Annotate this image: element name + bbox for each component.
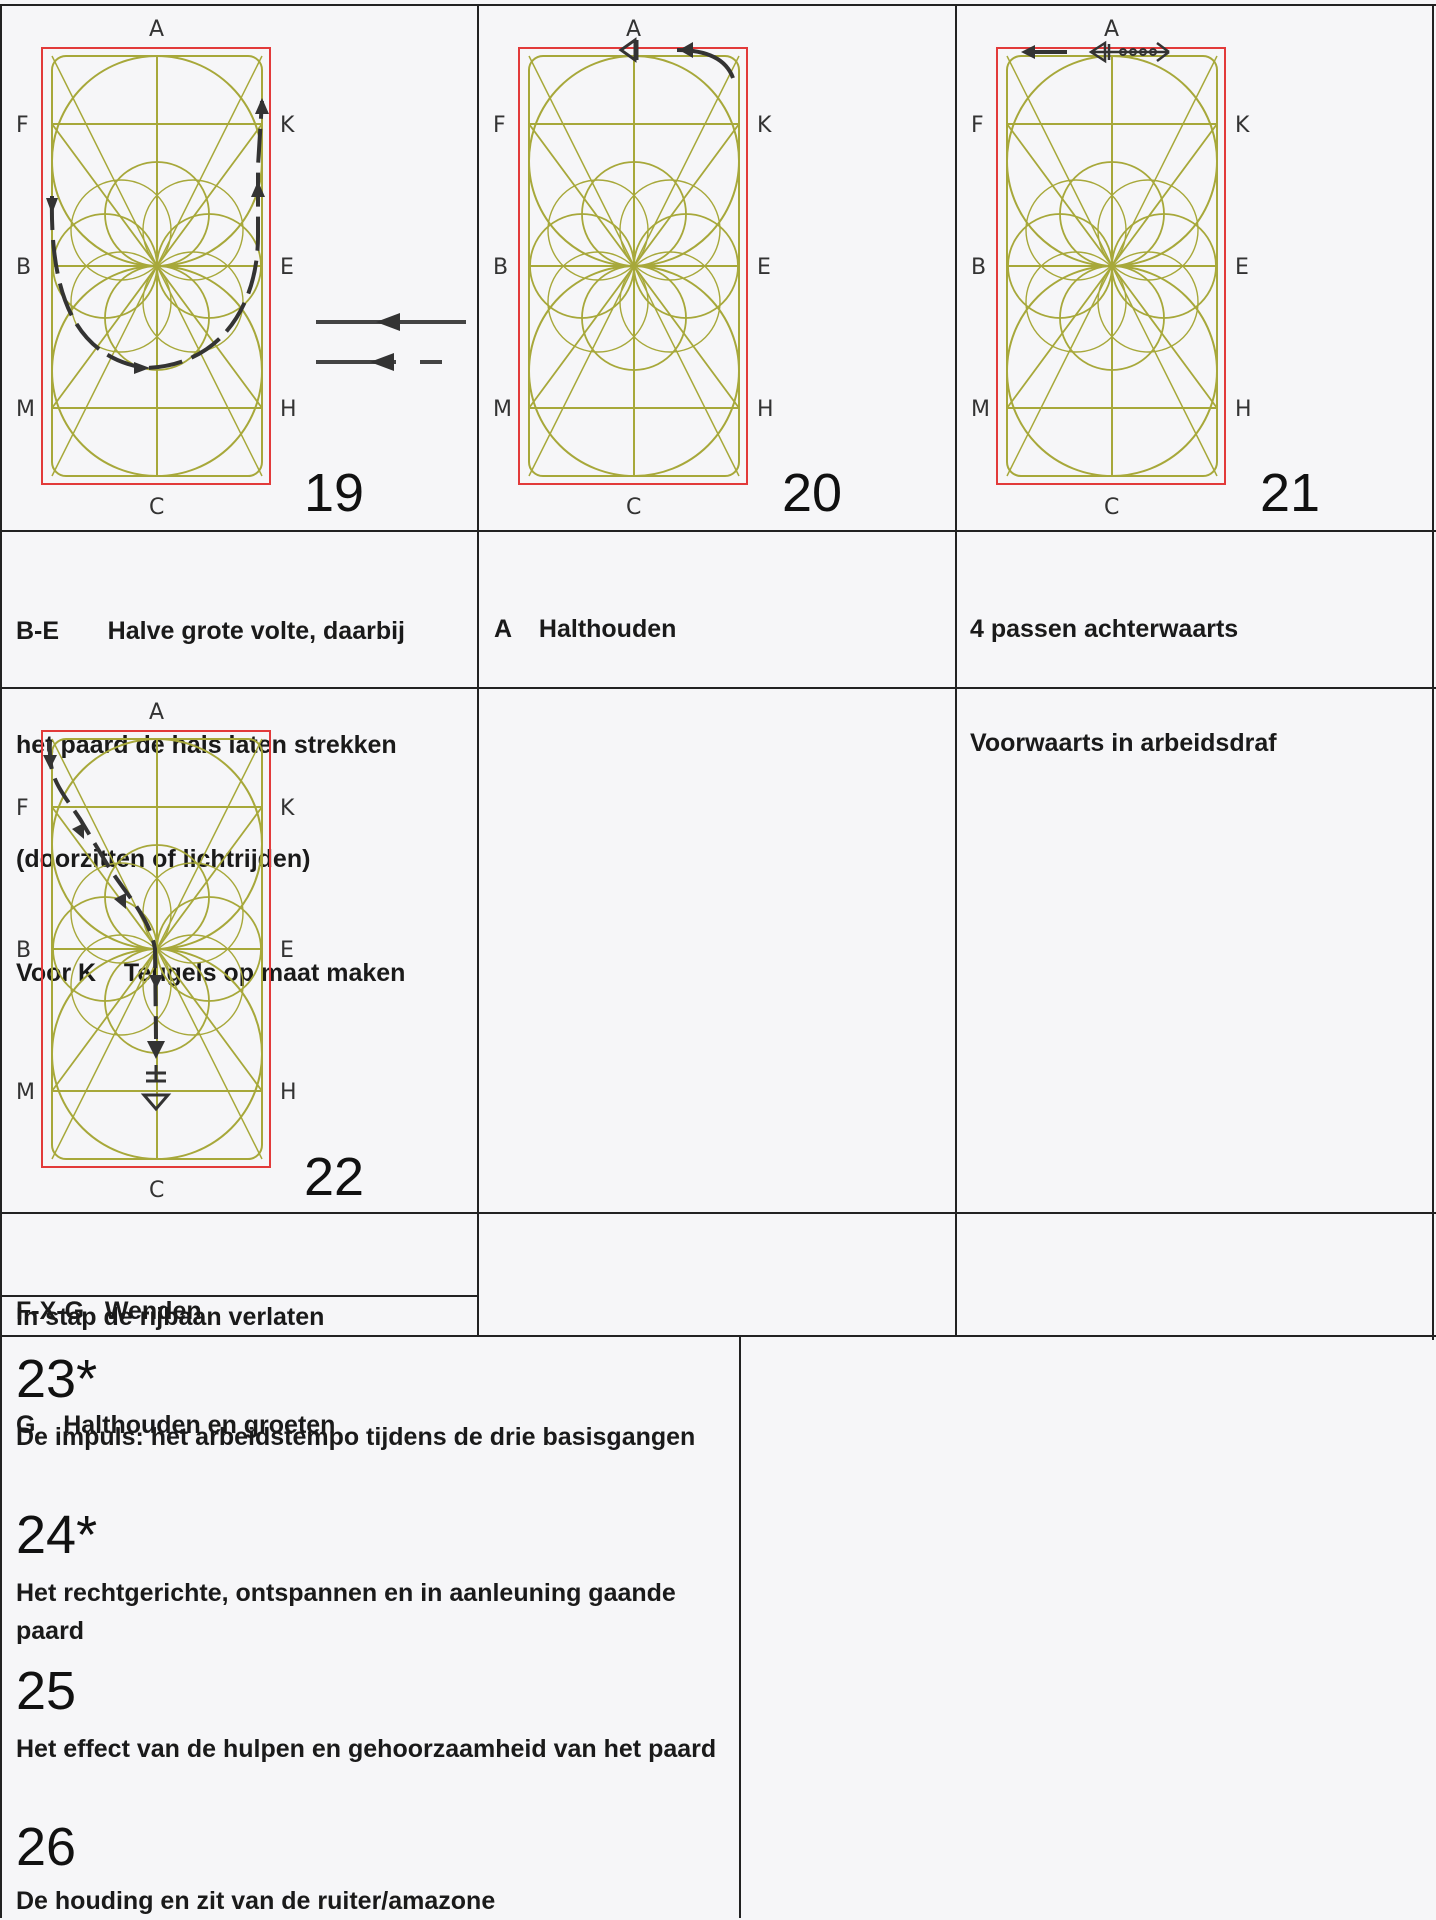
route-path: [47, 740, 158, 1040]
letter-a: A: [626, 17, 641, 42]
step-mark-icon: [1119, 48, 1127, 56]
figure-instruction: 4 passen achterwaarts Voorwaarts in arbe…: [970, 534, 1277, 800]
letter-h: H: [280, 397, 297, 422]
route-arrow-icon: [1021, 45, 1035, 59]
letter-f: F: [16, 113, 29, 138]
letter-m: M: [16, 397, 35, 422]
step-mark-icon: [1139, 48, 1147, 56]
letter-e: E: [757, 255, 771, 280]
route-arrow-icon: [147, 1041, 165, 1059]
col-divider-2: [955, 4, 957, 1336]
letter-c: C: [149, 1178, 164, 1203]
row-divider-3: [0, 1212, 1436, 1214]
route-arrow-icon: [72, 823, 84, 839]
legend-arrow-icon: [376, 313, 400, 331]
letter-a: A: [149, 700, 164, 725]
instruction-line: Voorwaarts in arbeidsdraf: [970, 729, 1277, 757]
score-description: De impuls: het arbeidstempo tijdens de d…: [16, 1423, 696, 1451]
letter-b: B: [971, 255, 986, 280]
figure-instruction: B-E Halve grote volte, daarbij het paard…: [16, 536, 405, 1030]
letter-h: H: [280, 1080, 297, 1105]
letter-b: B: [493, 255, 508, 280]
halt-salute-symbol-icon: [140, 1065, 172, 1112]
letter-k: K: [280, 796, 295, 821]
instruction-line: het paard de hals laten strekken: [16, 731, 397, 759]
instruction-line: G Halthouden en groeten: [16, 1411, 336, 1439]
arena-diagram-19: A C F B M K E H: [16, 17, 466, 520]
letter-b: B: [16, 938, 31, 963]
letter-e: E: [1235, 255, 1249, 280]
row-divider-4: [0, 1335, 1436, 1337]
letter-f: F: [493, 113, 506, 138]
score-col-divider: [739, 1335, 741, 1918]
letter-a: A: [149, 17, 164, 42]
letter-m: M: [16, 1080, 35, 1105]
table-top-border: [0, 4, 1436, 6]
letter-c: C: [626, 495, 641, 520]
step-mark-icon: [1129, 48, 1137, 56]
letter-e: E: [280, 938, 294, 963]
instruction-line: 4 passen achterwaarts: [970, 615, 1239, 643]
letter-h: H: [1235, 397, 1252, 422]
route-path: [49, 100, 264, 371]
route-arrow-icon: [255, 98, 269, 114]
arena-diagram-20: A C F B M K E H: [493, 17, 774, 520]
route-arrow-icon: [43, 755, 57, 769]
letter-m: M: [493, 397, 512, 422]
exit-instruction: In stap de rijbaan verlaten: [16, 1303, 325, 1331]
letter-k: K: [1235, 113, 1250, 138]
letter-c: C: [1104, 495, 1119, 520]
letter-h: H: [757, 397, 774, 422]
route-arrow-icon: [251, 181, 265, 197]
legend-arrow-icon: [370, 353, 394, 371]
table-right-border: [1432, 4, 1434, 1340]
arena-diagram-21: A C F B M K E H: [971, 17, 1252, 520]
row-divider-2: [0, 687, 1436, 689]
letter-a: A: [1104, 17, 1119, 42]
table-left-border: [0, 4, 2, 1918]
score-number: 26: [16, 1817, 77, 1877]
letter-m: M: [971, 397, 990, 422]
instruction-line: (doorzitten of lichtrijden): [16, 845, 311, 873]
letter-b: B: [16, 255, 31, 280]
score-number: 24*: [16, 1505, 98, 1565]
letter-f: F: [971, 113, 984, 138]
route-arrow-icon: [46, 198, 58, 214]
route-arrow-icon: [114, 893, 126, 909]
figure-instruction: F-X-G Wenden G Halthouden en groeten: [16, 1216, 335, 1482]
figure-instruction: A Halthouden: [494, 534, 676, 686]
route-path: [676, 48, 735, 79]
letter-e: E: [280, 255, 294, 280]
arena-diagram-22: A C F B M K E H: [16, 700, 297, 1203]
score-description: Het rechtgerichte, ontspannen en in aanl…: [16, 1579, 676, 1645]
inner-divider-22: [0, 1295, 478, 1297]
score-description: Het effect van de hulpen en gehoorzaamhe…: [16, 1735, 717, 1763]
figure-number: 22: [304, 1147, 365, 1207]
instruction-line: F-X-G Wenden: [16, 1297, 202, 1325]
letter-c: C: [149, 495, 164, 520]
step-mark-icon: [1149, 48, 1157, 56]
halt-symbol-icon: [618, 37, 639, 63]
instruction-line: A Halthouden: [494, 615, 677, 643]
route-arrow-icon: [679, 42, 693, 58]
letter-f: F: [16, 796, 29, 821]
figure-number: 20: [782, 463, 843, 523]
col-divider-1: [477, 4, 479, 1336]
score-description: De houding en zit van de ruiter/amazone: [16, 1887, 496, 1915]
instruction-line: B-E Halve grote volte, daarbij: [16, 617, 405, 645]
score-number: 25: [16, 1661, 77, 1721]
figure-number: 21: [1260, 463, 1321, 523]
row-divider-1: [0, 530, 1436, 532]
letter-k: K: [757, 113, 772, 138]
figure-number: 19: [304, 463, 365, 523]
score-number: 23*: [16, 1349, 98, 1409]
route-arrow-icon: [134, 362, 150, 374]
route-arrow-icon: [149, 975, 163, 989]
letter-k: K: [280, 113, 295, 138]
